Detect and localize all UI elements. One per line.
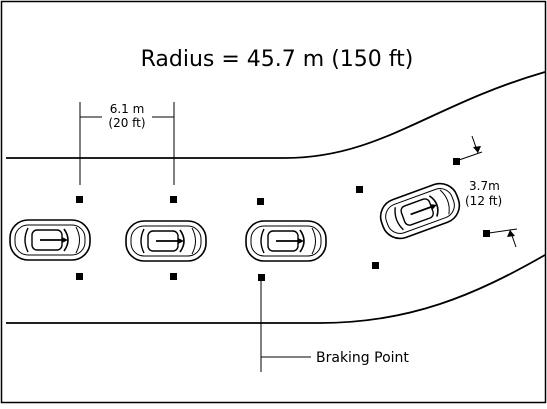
road-lower-edge: [6, 254, 546, 324]
car-4: [374, 177, 466, 245]
spacing-imperial-label: (20 ft): [108, 116, 145, 130]
width-metric-label: 3.7m: [469, 179, 500, 193]
width-imperial-label: (12 ft): [465, 194, 502, 208]
spacing-dimension: 6.1 m (20 ft): [79, 102, 175, 185]
cone: [170, 273, 177, 280]
braking-point-label: Braking Point: [316, 350, 409, 366]
cones: [76, 158, 490, 281]
car-1: [9, 219, 91, 261]
road-upper-edge: [6, 71, 546, 159]
cone: [76, 196, 83, 203]
cone: [483, 230, 490, 237]
spacing-metric-label: 6.1 m: [110, 102, 145, 116]
car-2: [125, 220, 207, 262]
cone: [76, 273, 83, 280]
cone: [356, 186, 363, 193]
car-3: [245, 220, 327, 262]
cone: [257, 198, 264, 205]
cone: [258, 274, 265, 281]
width-dimension: 3.7m (12 ft): [458, 135, 518, 248]
braking-point-marker: Braking Point: [260, 281, 409, 372]
cone: [453, 158, 460, 165]
radius-title: Radius = 45.7 m (150 ft): [141, 47, 414, 72]
cone: [170, 196, 177, 203]
cone: [372, 262, 379, 269]
